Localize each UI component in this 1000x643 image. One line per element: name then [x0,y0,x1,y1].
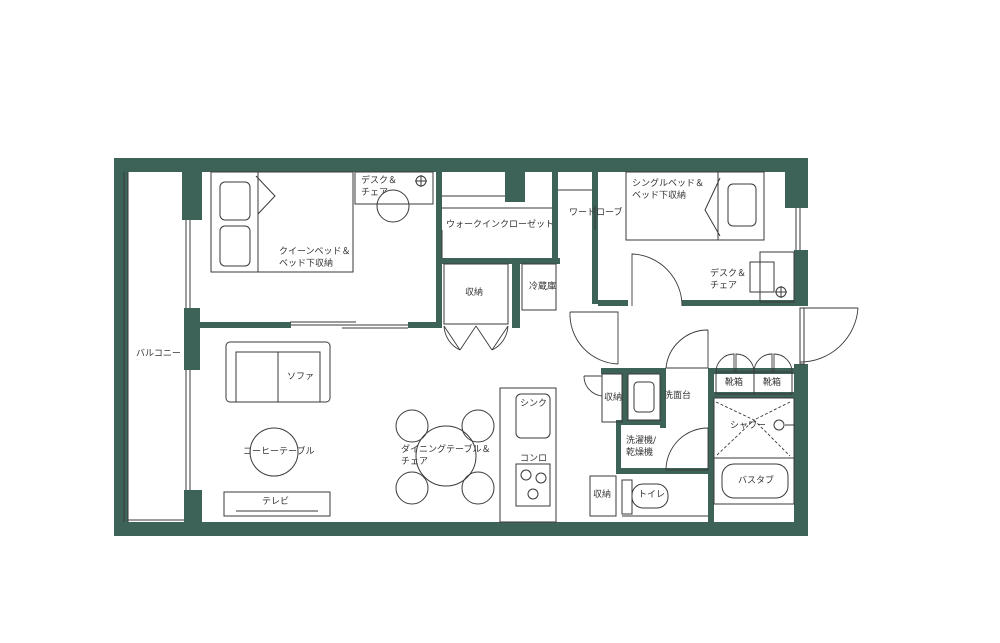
label-sink: シンク [520,399,548,409]
storage-closet-3 [589,475,617,517]
label-balcony: バルコニー [136,349,181,359]
label-single-bed: シングルベッド＆ ベッド下収納 [632,179,705,201]
storage-closet-1 [443,263,509,351]
kitchen-counter [499,387,557,523]
queen-bed [210,171,354,273]
desk-chair-2 [749,251,795,303]
doors [569,253,859,471]
label-coffee-table: コーヒーテーブル [243,447,315,457]
label-shoe-box-2: 靴箱 [763,378,782,388]
walls [114,158,808,536]
label-washbasin: 洗面台 [664,391,692,401]
coffee-table [249,427,299,477]
label-sofa: ソファ [287,372,315,382]
fridge [521,263,557,311]
label-tv: テレビ [262,497,290,507]
label-queen-bed: クイーンベッド＆ ベッド下収納 [279,247,351,269]
shoe-boxes [715,353,793,395]
storage-closet-2 [601,373,623,423]
wardrobe [558,189,596,230]
label-storage-2: 収納 [604,393,623,403]
balcony-area [123,172,191,522]
label-toilet: トイレ [638,490,666,500]
label-desk-chair-2: デスク＆ チェア [710,269,747,291]
toilet [621,479,669,515]
label-desk-chair-1: デスク＆ チェア [361,176,398,198]
label-storage-3: 収納 [593,490,612,500]
washbasin [627,373,661,421]
label-walk-in-closet: ウォークインクローゼット [446,220,555,230]
dining-set [395,409,495,505]
label-fridge: 冷蔵庫 [529,282,557,292]
label-wardrobe: ワードローブ [569,208,623,218]
label-dining: ダイニングテーブル＆ チェア [401,445,491,467]
label-washer-dryer: 洗濯機/ 乾燥機 [626,436,657,458]
label-storage-1: 収納 [465,288,484,298]
label-bathtub: バスタブ [738,476,775,486]
walk-in-closet [441,195,552,258]
sofa [225,341,331,403]
single-bed [625,171,765,241]
label-shoe-box-1: 靴箱 [725,378,744,388]
label-stove: コンロ [520,454,548,464]
tv-stand [223,491,331,517]
desk-chair-1 [354,171,434,223]
label-shower: シャワー [730,421,767,431]
bathtub [713,457,795,505]
